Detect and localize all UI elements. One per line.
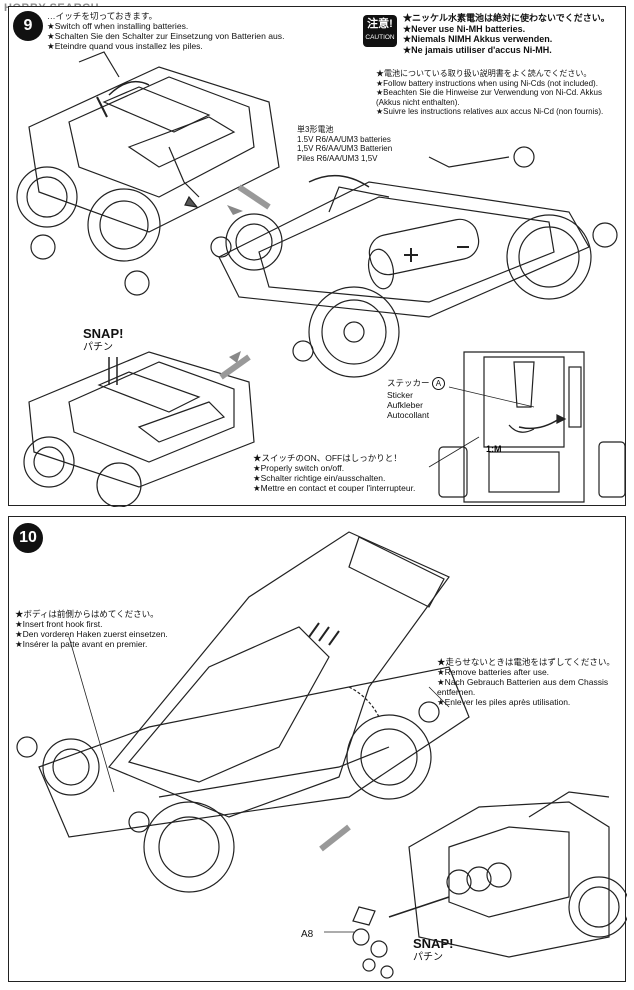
battery-note-line: (Akkus nicht enthalten).: [376, 97, 460, 107]
caution-line: ★Niemals NIMH Akkus verwenden.: [403, 34, 553, 44]
snap-jp: パチン: [83, 342, 113, 353]
snap-label-step9: SNAP! パチン: [83, 327, 123, 355]
snap-en: SNAP!: [83, 326, 124, 341]
step-9-panel: 9 …イッチを切っておきます。 ★Switch off when install…: [8, 6, 626, 507]
caution-line: ★Ne jamais utiliser d'accus Ni-MH.: [403, 44, 552, 55]
sticker-label-jp: ステッカー: [387, 378, 430, 388]
switch-onoff-notes: ★スイッチのON、OFFはしっかりと！ ★Properly switch on/…: [253, 453, 415, 493]
remove-note-line: ★走らせないときは電池をはずしてください。: [437, 657, 615, 667]
chassis-center-drawing: [210, 146, 618, 378]
battery-note-line: ★Beachten Sie die Hinweise zur Verwendun…: [376, 88, 602, 97]
car-chassis-drawing: [16, 636, 470, 893]
instruction-line: ★Schalten Sie den Schalter zur Einsetzun…: [47, 31, 285, 41]
switch-note-line: ★Schalter richtige ein/ausschalten.: [253, 473, 386, 483]
step-10-illustration: [16, 531, 627, 979]
caution-badge-jp: 注意!: [367, 18, 393, 30]
body-note-line: ★Insérer la patte avant en premier.: [15, 639, 148, 649]
body-note-line: ★Den vorderen Haken zuerst einsetzen.: [15, 629, 168, 639]
step-10-panel: 10 ★ボディは前側からはめてください。 ★Insert front hook …: [8, 516, 627, 982]
instruction-line: …イッチを切っておきます。: [47, 11, 158, 21]
sticker-labels: ステッカー A Sticker Aufkleber Autocollant: [387, 377, 445, 420]
snap-en: SNAP!: [413, 936, 454, 951]
caution-line: ★ニッケル水素電池は絶対に使わないでください。: [403, 13, 610, 23]
part-label-a8: A8: [301, 929, 314, 940]
battery-type-line: 単3形電池: [297, 125, 334, 134]
instruction-line: ★Eteindre quand vous installez les piles…: [47, 41, 203, 51]
caution-line: ★Never use Ni-MH batteries.: [403, 23, 526, 34]
remove-note-line: ★Enlever les piles après utilisation.: [437, 697, 571, 707]
instruction-line: ★Switch off when installing batteries.: [47, 21, 189, 31]
chassis-top-left-drawing: [16, 51, 280, 296]
sticker-label: Aufkleber: [387, 400, 423, 410]
switch-note-line: ★Mettre en contact et couper l'interrupt…: [253, 483, 416, 493]
battery-removal-drawing: [324, 791, 627, 979]
chassis-marking: 1:M: [486, 444, 502, 454]
battery-note-line: ★Suivre les instructions relatives aux a…: [376, 107, 604, 116]
chassis-topdown-drawing: [428, 351, 626, 503]
step-9-illustration: 1:M: [16, 51, 626, 507]
battery-type-line: 1.5V R6/AA/UM3 batteries: [297, 134, 391, 144]
battery-note-line: ★Follow battery instructions when using …: [376, 78, 598, 88]
step-number-9: 9: [13, 11, 43, 41]
snap-label-step10: SNAP! パチン: [413, 937, 453, 965]
caution-badge-en: CAUTION: [365, 34, 395, 41]
remove-note-line: ★Nach Gebrauch Batterien aus dem Chassis: [437, 677, 609, 687]
chassis-bottom-left-drawing: [23, 351, 255, 507]
body-fit-notes: ★ボディは前側からはめてください。 ★Insert front hook fir…: [15, 609, 168, 649]
body-note-line: ★ボディは前側からはめてください。: [15, 609, 159, 619]
switch-off-instructions: …イッチを切っておきます。 ★Switch off when installin…: [47, 11, 285, 51]
switch-note-line: ★スイッチのON、OFFはしっかりと！: [253, 453, 402, 463]
battery-type-line: 1,5V R6/AA/UM3 Batterien: [297, 144, 393, 153]
caution-badge: 注意! CAUTION: [363, 15, 397, 47]
switch-note-line: ★Properly switch on/off.: [253, 463, 345, 473]
battery-type-label: 単3形電池 1.5V R6/AA/UM3 batteries 1,5V R6/A…: [297, 125, 392, 163]
sticker-label: Autocollant: [387, 410, 430, 420]
battery-note-line: ★電池についている取り扱い説明書をよく読んでください。: [376, 69, 592, 78]
car-body-drawing: [108, 531, 450, 818]
sticker-label: Sticker: [387, 390, 413, 400]
remove-note-line: entfernen.: [437, 687, 476, 697]
remove-note-line: ★Remove batteries after use.: [437, 667, 550, 677]
sticker-ref-circle: A: [431, 377, 445, 390]
remove-batteries-notes: ★走らせないときは電池をはずしてください。 ★Remove batteries …: [437, 657, 615, 707]
battery-type-line: Piles R6/AA/UM3 1,5V: [297, 153, 378, 163]
step-number-10: 10: [13, 523, 43, 553]
caution-text: ★ニッケル水素電池は絶対に使わないでください。 ★Never use Ni-MH…: [403, 13, 610, 55]
snap-jp: パチン: [413, 952, 443, 963]
battery-notes: ★電池についている取り扱い説明書をよく読んでください。 ★Follow batt…: [376, 69, 603, 117]
body-note-line: ★Insert front hook first.: [15, 619, 103, 629]
